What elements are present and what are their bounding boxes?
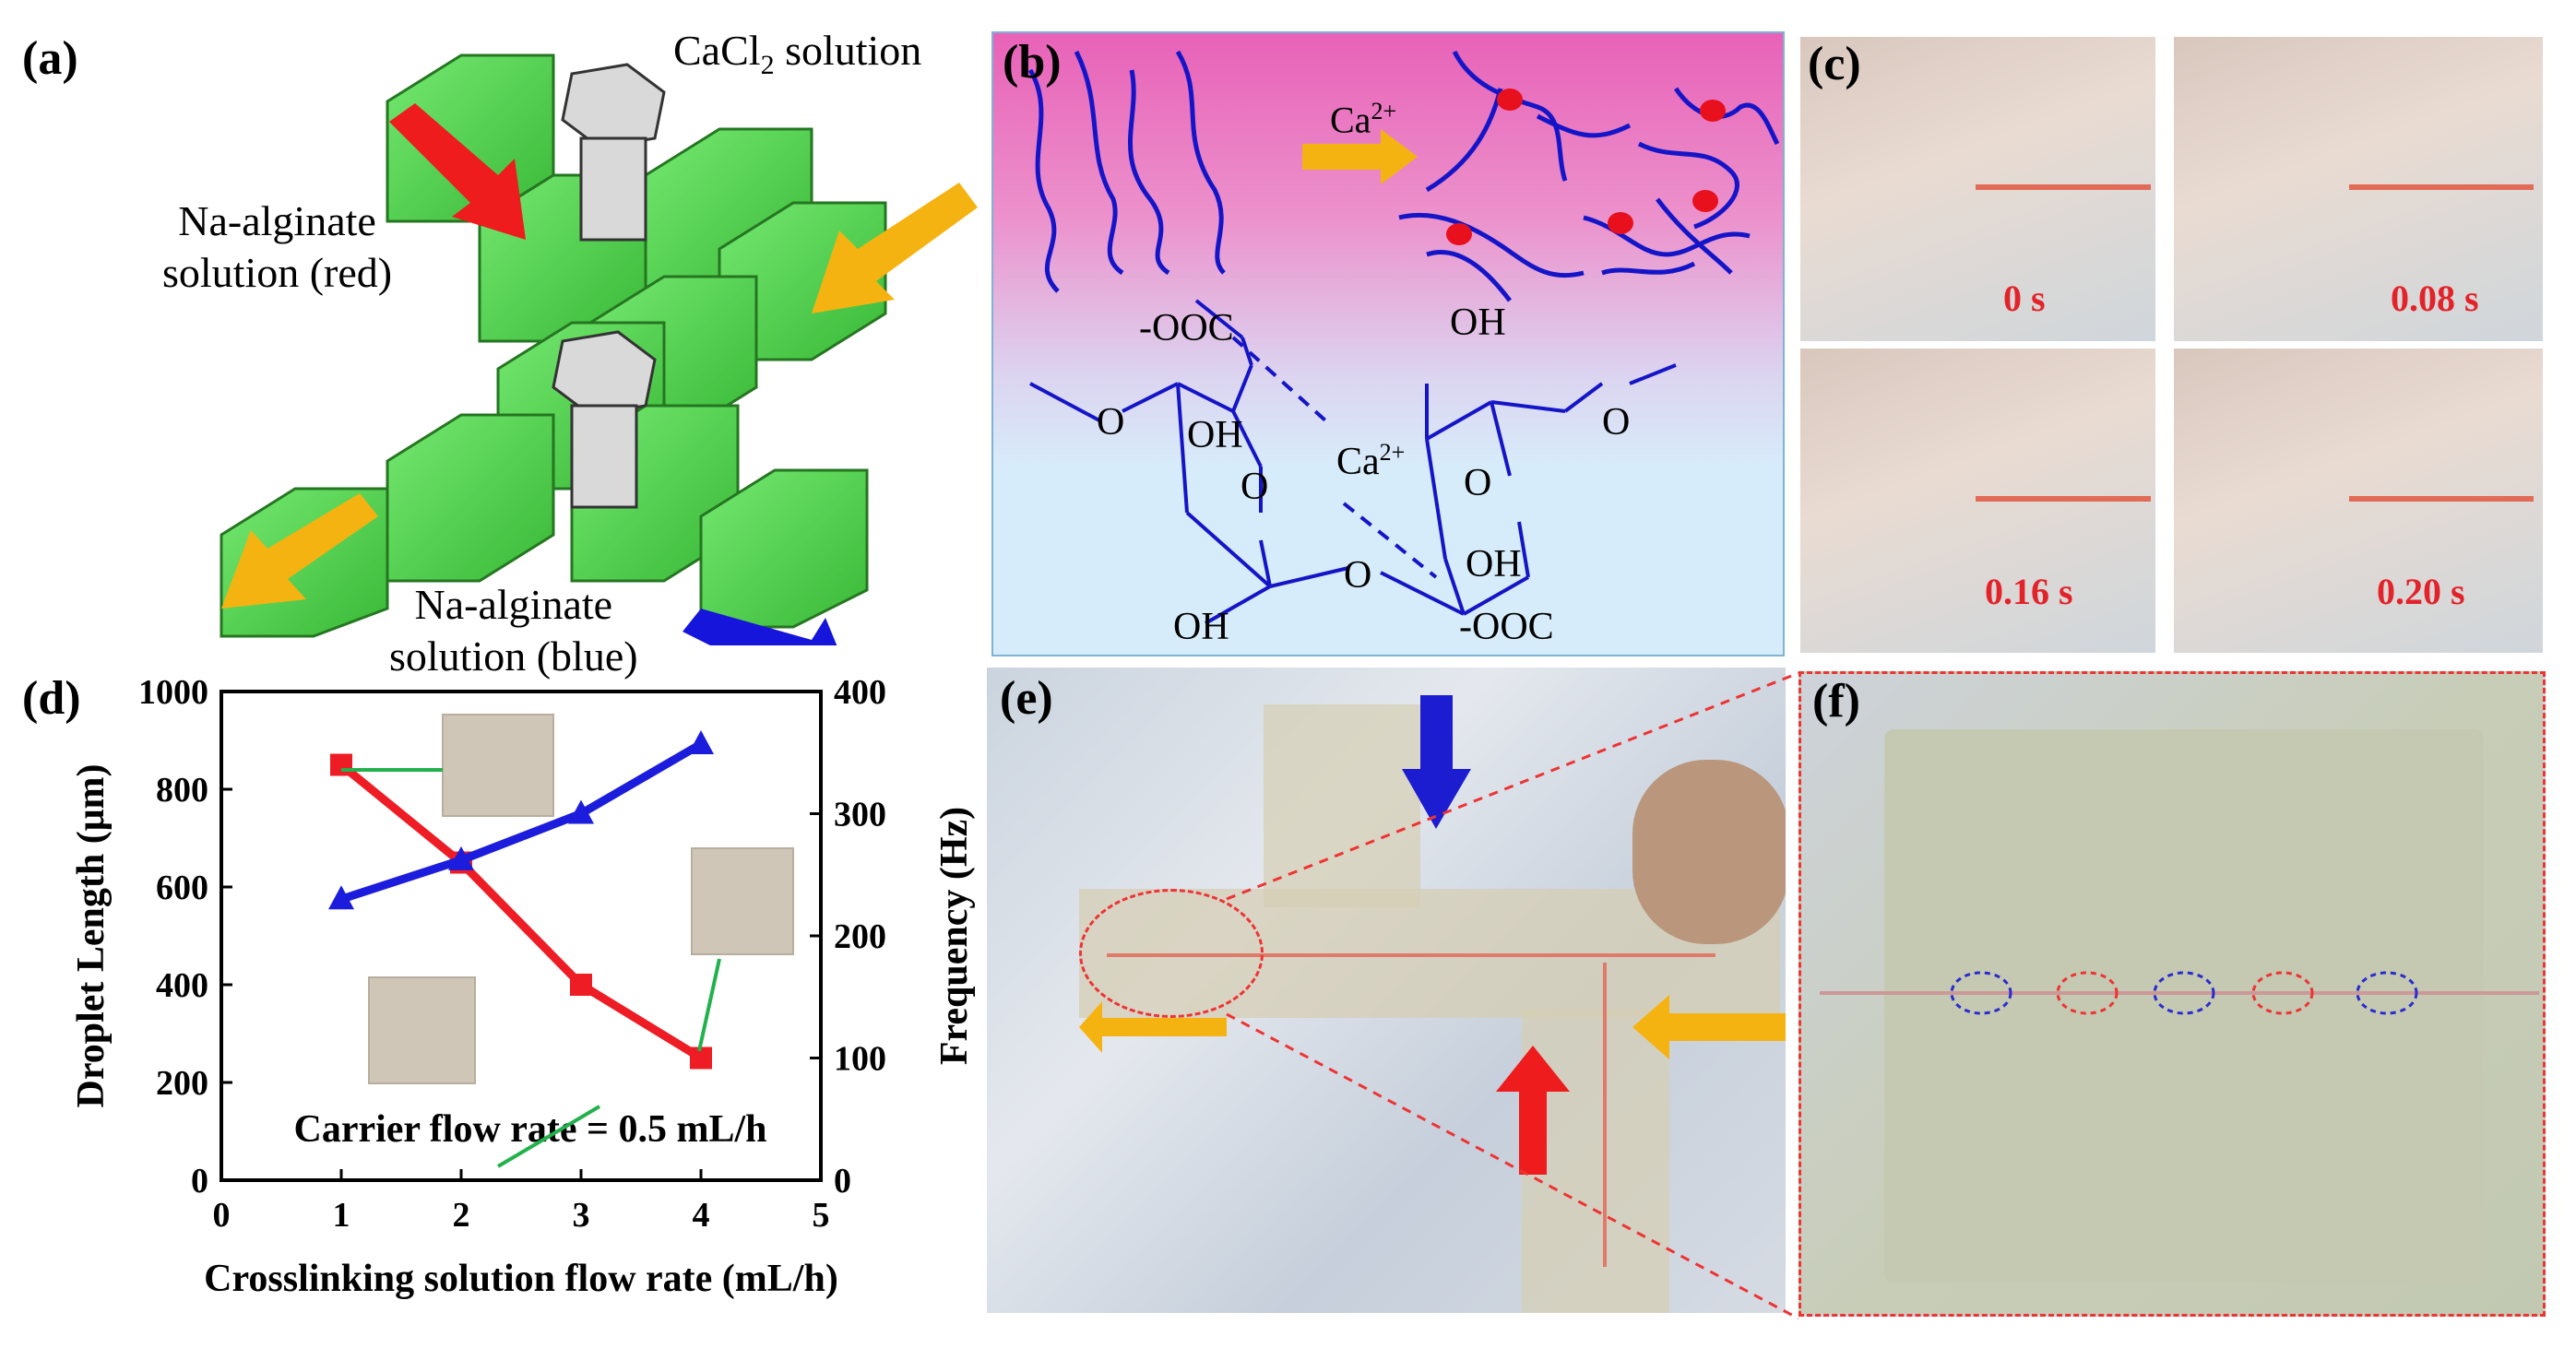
carboxylate-right: -OOC — [1459, 606, 1554, 648]
series-1-point — [330, 753, 352, 776]
series-2-point — [568, 799, 594, 824]
y2-tick-label: 100 — [834, 1040, 886, 1079]
panel-b-label: (b) — [1003, 36, 1062, 89]
x-tick-label: 5 — [813, 1196, 830, 1235]
droplet-inset-image — [691, 847, 794, 955]
carrier-flow-annotation: Carrier flow rate = 0.5 mL/h — [293, 1108, 766, 1151]
glycosidic-o: O — [1344, 554, 1372, 597]
frame-time-2: 0.08 s — [2391, 278, 2479, 319]
ether-o-right: O — [1602, 401, 1631, 443]
sequence-frame-2: 0.08 s — [2174, 37, 2543, 341]
frame-time-1: 0 s — [2003, 278, 2046, 319]
y2-tick-label: 300 — [834, 796, 886, 834]
panel-c-label: (c) — [1808, 38, 1861, 90]
panel-f-label: (f) — [1812, 675, 1860, 727]
calcium-ion-center: Ca2+ — [1336, 439, 1406, 483]
series-1-point — [570, 974, 592, 996]
ca-ion-arrow-label: Ca2+ — [1330, 98, 1397, 141]
x-tick-label: 1 — [333, 1196, 350, 1235]
y-tick-label: 0 — [191, 1162, 208, 1200]
inset-pointer-arrow — [697, 958, 721, 1052]
series-2-point — [328, 885, 354, 910]
y2-tick-label: 400 — [834, 673, 886, 712]
hydroxyl-bottom: OH — [1173, 606, 1229, 648]
y2-tick-label: 200 — [834, 917, 886, 956]
x-axis-label: Crosslinking solution flow rate (mL/h) — [204, 1258, 838, 1300]
ring-o-2: O — [1464, 462, 1492, 504]
hydroxyl-ring1: OH — [1187, 414, 1243, 456]
ring-o-1: O — [1241, 466, 1269, 508]
y-axis-label: Droplet Length (μm) — [70, 764, 113, 1108]
y-tick-label: 1000 — [138, 673, 208, 712]
panel-e-label: (e) — [1000, 672, 1053, 725]
series-2-line — [339, 740, 704, 904]
y-tick-label: 600 — [156, 869, 208, 907]
sequence-frame-3: 0.16 s — [1800, 349, 2155, 653]
series-2-point — [688, 729, 714, 754]
cacl2-solution-label: CaCl2 solution — [673, 27, 922, 81]
x-tick-label: 0 — [213, 1196, 231, 1235]
x-tick-label: 3 — [573, 1196, 590, 1235]
series-2-point — [448, 845, 474, 870]
y-tick-label: 200 — [156, 1064, 208, 1103]
device-photo: (e) — [987, 668, 1786, 1313]
alginate-crosslinking-diagram: (b) Ca2+ -OOC OH O OH O Ca2+ OH O O OH -… — [991, 31, 1785, 656]
y2-tick-label: 0 — [834, 1162, 851, 1200]
sequence-frame-4: 0.20 s — [2174, 349, 2543, 653]
zoom-connector-lines — [1226, 671, 1799, 1320]
y-tick-label: 400 — [156, 966, 208, 1005]
ether-o-left: O — [1097, 401, 1125, 443]
y2-axis-label: Frequency (Hz) — [933, 807, 976, 1065]
frame-time-3: 0.16 s — [1985, 571, 2073, 612]
droplet-inset-image — [442, 714, 554, 817]
frame-time-4: 0.20 s — [2377, 571, 2465, 612]
sequence-frame-1: 0 s — [1800, 37, 2155, 341]
series-1-line — [338, 762, 704, 1062]
device-3d-render — [220, 53, 978, 645]
carboxylate-left: -OOC — [1139, 307, 1234, 349]
x-tick-label: 2 — [453, 1196, 470, 1235]
x-tick-label: 4 — [693, 1196, 710, 1235]
panel-a-label: (a) — [22, 32, 78, 85]
hydroxyl-top: OH — [1450, 302, 1506, 344]
droplet-inset-image — [368, 976, 476, 1084]
zoomed-channel-photo: (f) — [1798, 671, 2546, 1317]
hydroxyl-ring2: OH — [1466, 543, 1522, 585]
y-tick-label: 800 — [156, 771, 208, 810]
inset-pointer-arrow — [496, 1105, 601, 1168]
panel-d-label: (d) — [22, 672, 81, 725]
